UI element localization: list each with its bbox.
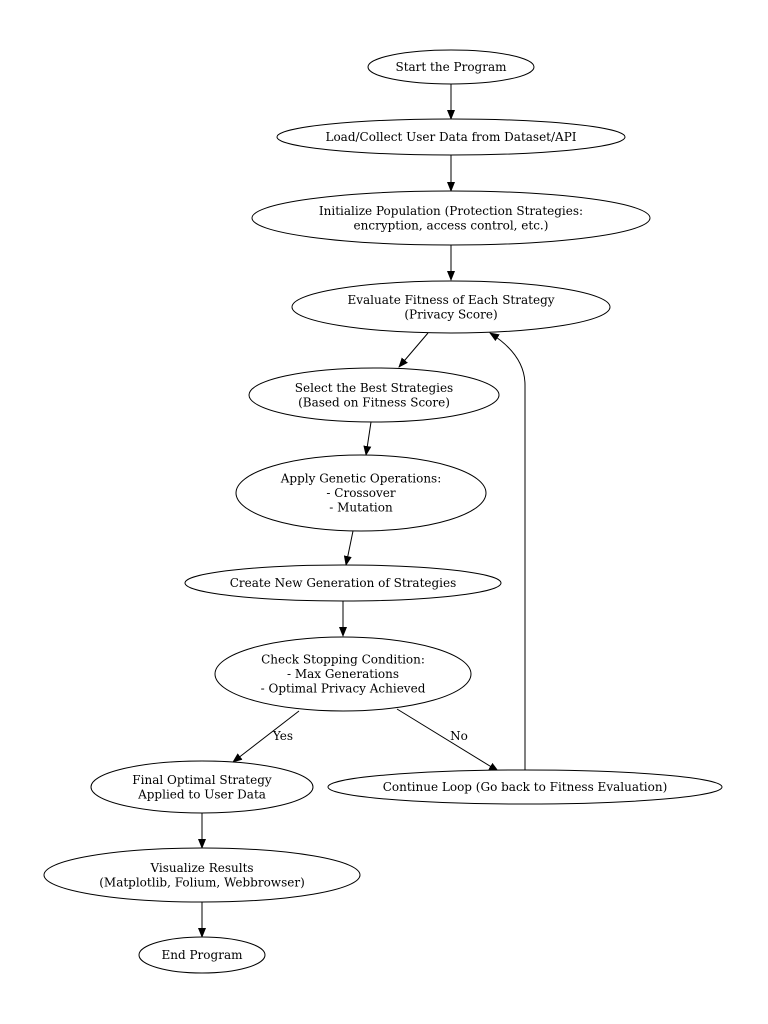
edge-evaluate-to-select bbox=[398, 332, 429, 368]
node-label-line: Load/Collect User Data from Dataset/API bbox=[325, 130, 576, 144]
node-check-stopping-condition: Check Stopping Condition:- Max Generatio… bbox=[214, 636, 472, 712]
node-label: Create New Generation of Strategies bbox=[230, 576, 457, 590]
node-label-line: - Optimal Privacy Achieved bbox=[261, 682, 426, 696]
edge-select-to-genetic bbox=[363, 421, 372, 456]
node-end-program: End Program bbox=[138, 936, 266, 974]
node-label: Select the Best Strategies(Based on Fitn… bbox=[295, 381, 453, 410]
node-label-line: - Max Generations bbox=[287, 667, 399, 681]
node-load-user-data: Load/Collect User Data from Dataset/API bbox=[276, 118, 626, 156]
node-label-line: Select the Best Strategies bbox=[295, 381, 453, 395]
node-label-line: Continue Loop (Go back to Fitness Evalua… bbox=[383, 780, 668, 794]
node-apply-genetic-operations: Apply Genetic Operations:- Crossover- Mu… bbox=[235, 454, 487, 532]
node-label-line: Check Stopping Condition: bbox=[261, 653, 425, 667]
node-initialize-population: Initialize Population (Protection Strate… bbox=[251, 190, 651, 246]
node-label-line: - Crossover bbox=[326, 486, 395, 500]
node-label: Visualize Results(Matplotlib, Folium, We… bbox=[99, 861, 305, 890]
node-label: Evaluate Fitness of Each Strategy(Privac… bbox=[347, 293, 554, 322]
edge-continue-to-evaluate bbox=[489, 332, 526, 771]
edge-label-yes: Yes bbox=[272, 729, 293, 743]
node-visualize-results: Visualize Results(Matplotlib, Folium, We… bbox=[43, 847, 361, 903]
node-label: Apply Genetic Operations:- Crossover- Mu… bbox=[280, 472, 442, 515]
node-label-line: Create New Generation of Strategies bbox=[230, 576, 457, 590]
node-label: Initialize Population (Protection Strate… bbox=[319, 204, 583, 233]
edges bbox=[198, 84, 526, 938]
node-label: Start the Program bbox=[395, 60, 507, 74]
node-label-line: encryption, access control, etc.) bbox=[354, 218, 549, 232]
node-start-program: Start the Program bbox=[367, 49, 535, 85]
node-label-line: Apply Genetic Operations: bbox=[280, 472, 442, 486]
edge-check-to-final bbox=[232, 710, 300, 763]
node-label-line: (Based on Fitness Score) bbox=[298, 395, 450, 409]
node-label-line: Final Optimal Strategy bbox=[132, 773, 272, 787]
node-label-line: Visualize Results bbox=[149, 861, 253, 875]
node-continue-loop: Continue Loop (Go back to Fitness Evalua… bbox=[327, 769, 723, 805]
edge-label-no: No bbox=[450, 729, 468, 743]
node-label-line: (Matplotlib, Folium, Webbrowser) bbox=[99, 875, 305, 889]
node-label-line: Initialize Population (Protection Strate… bbox=[319, 204, 583, 218]
node-label: Continue Loop (Go back to Fitness Evalua… bbox=[383, 780, 668, 794]
node-label: Check Stopping Condition:- Max Generatio… bbox=[261, 653, 426, 696]
edge-genetic-to-newgen bbox=[343, 530, 354, 566]
node-create-new-generation: Create New Generation of Strategies bbox=[184, 564, 502, 602]
node-label-line: Evaluate Fitness of Each Strategy bbox=[347, 293, 554, 307]
node-label-line: Start the Program bbox=[395, 60, 507, 74]
edge-check-to-continue bbox=[396, 708, 499, 772]
node-label-line: End Program bbox=[162, 948, 244, 962]
node-label-line: Applied to User Data bbox=[137, 787, 266, 801]
node-label-line: - Mutation bbox=[329, 501, 393, 515]
node-label: End Program bbox=[162, 948, 244, 962]
node-evaluate-fitness: Evaluate Fitness of Each Strategy(Privac… bbox=[291, 280, 611, 334]
node-label: Load/Collect User Data from Dataset/API bbox=[325, 130, 576, 144]
node-select-best-strategies: Select the Best Strategies(Based on Fitn… bbox=[248, 367, 500, 423]
node-label-line: (Privacy Score) bbox=[404, 307, 497, 321]
